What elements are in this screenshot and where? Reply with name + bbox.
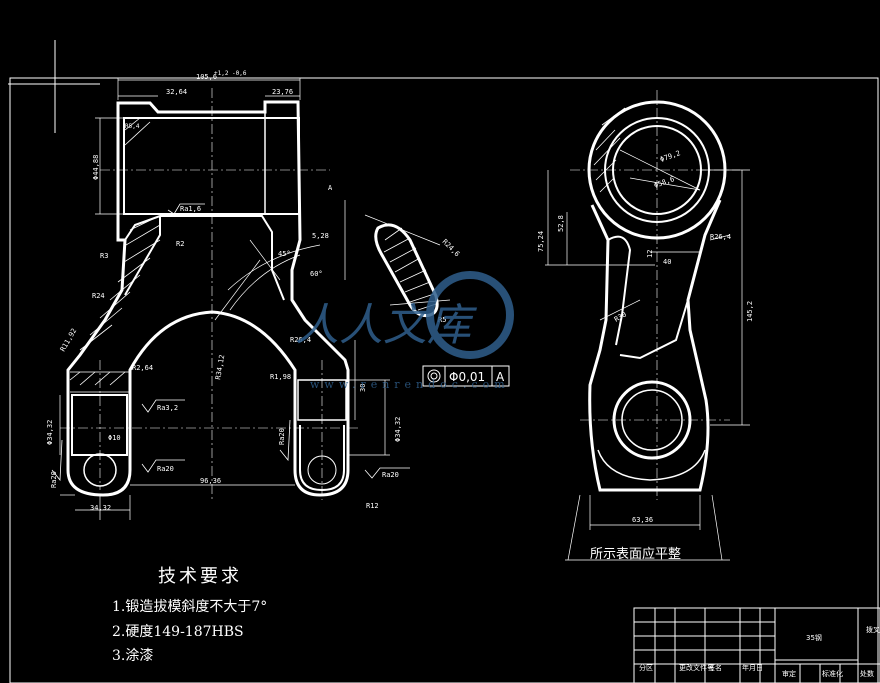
title-block-cell-0: 拨叉 [866, 625, 880, 634]
side-d79: Φ79,2 [659, 149, 682, 164]
dim-5-28: 5,28 [312, 232, 329, 240]
side-note: 所示表面应平整 [590, 546, 681, 562]
dim-left-bottom: 34,32 [90, 504, 111, 512]
dim-top-left: 32,64 [166, 88, 187, 96]
dim-r1-98: R1,98 [270, 373, 291, 381]
title-block-cell-3: 处数 [860, 669, 874, 678]
side-view [545, 90, 750, 561]
tolerance-datum: A [496, 370, 505, 384]
dim-r24: R24 [92, 292, 105, 300]
dim-r2: R2 [176, 240, 184, 248]
watermark-text: 人人文库 [295, 300, 478, 351]
dim-30: 30 [359, 384, 367, 392]
side-75: 75,24 [537, 231, 545, 252]
dim-top-right: 23,76 [272, 88, 293, 96]
roughness-ra3-2: Ra3,2 [157, 404, 178, 412]
dim-d10: Φ10 [108, 434, 121, 442]
roughness-ra20-d: Ra20 [382, 471, 399, 479]
dim-d34-right: Φ34,32 [394, 417, 402, 442]
watermark-url: www.renrendoc.com [310, 378, 510, 391]
requirements-title: 技术要求 [158, 566, 242, 587]
dim-top-width-tol: +1,2 -0,6 [214, 70, 247, 77]
title-block-cell-2: 标准化 [822, 669, 843, 678]
side-145: 145,2 [746, 301, 754, 322]
crosshair-icon [8, 40, 100, 133]
dim-r26-4-mid: R26,4 [290, 336, 311, 344]
watermark: 人人文库 www.renrendoc.com [295, 271, 514, 391]
roughness-symbols [51, 203, 410, 482]
side-d58: Φ58,6 [653, 175, 676, 190]
roughness-ra20-c: Ra20 [278, 428, 286, 445]
title-block-cell-5: 更改文件号 [679, 663, 714, 672]
tolerance-frame: Φ0,01 A [422, 365, 510, 387]
requirement-item-1: 1.锻造拔模斜度不大于7° [112, 599, 268, 615]
dim-base-width: 96,36 [200, 477, 221, 485]
dim-r2-64: R2,64 [132, 364, 153, 372]
dim-top-width: 105,6 [196, 73, 217, 81]
side-r26: R26,4 [710, 233, 731, 241]
frame-border [9, 77, 879, 683]
dim-r12: R12 [366, 502, 379, 510]
dim-angle-45: 45° [278, 250, 291, 258]
requirement-item-2: 2.硬度149-187HBS [112, 624, 244, 640]
side-52: 52,8 [557, 215, 565, 232]
dim-section-r5: R5 [438, 316, 446, 324]
dim-section-r24-6: R24,6 [441, 238, 462, 259]
requirement-item-3: 3.涂漆 [112, 648, 154, 664]
title-block [633, 607, 880, 683]
front-view [59, 78, 451, 520]
roughness-ra20-a: Ra20 [157, 465, 174, 473]
title-block-material: 35钢 [806, 633, 822, 642]
dim-d34-left: Φ34,32 [46, 420, 54, 445]
dim-r11-92: R11,92 [59, 327, 79, 353]
dim-bore-dia: Φ44,88 [92, 155, 100, 180]
roughness-ra20-b: Ra20 [50, 471, 58, 488]
datum-label: A [328, 184, 333, 192]
side-12: 12 [646, 250, 654, 258]
side-40: 40 [663, 258, 671, 266]
tolerance-value: Φ0,01 [449, 370, 485, 384]
title-block-cell-7: 年月日 [742, 663, 763, 672]
dim-r3: R3 [100, 252, 108, 260]
title-block-cell-1: 审定 [782, 669, 796, 678]
dim-r54: R5,4 [125, 123, 140, 130]
dim-r34-12: R34,12 [214, 354, 226, 380]
title-block-cell-4: 分区 [639, 663, 653, 672]
roughness-ra1-6: Ra1,6 [180, 205, 201, 213]
dim-angle-60: 60° [310, 270, 323, 278]
title-block-cell-6: 签名 [708, 663, 722, 672]
side-63: 63,36 [632, 516, 653, 524]
